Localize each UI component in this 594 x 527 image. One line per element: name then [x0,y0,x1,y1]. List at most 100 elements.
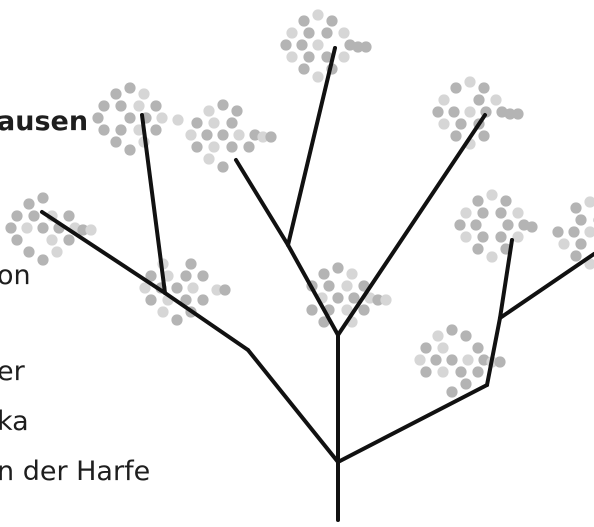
leaf-dot [162,270,174,282]
leaf-dot [156,112,168,124]
leaf-dot [318,268,330,280]
leaf-dot [338,27,350,39]
leaf-dot [172,114,184,126]
leaf-dot [448,106,460,118]
leaf-dot [98,100,110,112]
tree-branch [498,238,514,320]
leaf-dot [455,366,467,378]
tree-branch [485,316,502,387]
leaf-dot [208,117,220,129]
leaf-dot [11,234,23,246]
leaf-dot [187,282,199,294]
leaf-dot [584,226,594,238]
leaf-dot [338,51,350,63]
leaf-dot [185,129,197,141]
leaf-dot [526,221,538,233]
leaf-dot [380,294,392,306]
leaf-dot [432,106,444,118]
tree-branch [498,252,594,320]
leaf-dot [432,330,444,342]
tree-branch [40,210,167,295]
leaf-dot [420,342,432,354]
leaf-dot [462,354,474,366]
leaf-dot [197,294,209,306]
leaf-dot [437,366,449,378]
leaf-dot [502,219,514,231]
leaf-dot [171,314,183,326]
leaf-dot [150,100,162,112]
leaf-dot [464,106,476,118]
leaf-dot [298,15,310,27]
leaf-dot [110,136,122,148]
leaf-dot [438,118,450,130]
leaf-dot [265,131,277,143]
leaf-dot [157,306,169,318]
leaf-dot [23,198,35,210]
leaf-dot [197,270,209,282]
leaf-dot [495,231,507,243]
leaf-dot [98,124,110,136]
leaf-dot [568,226,580,238]
leaf-dot [180,294,192,306]
leaf-dot [472,366,484,378]
leaf-dot [231,105,243,117]
leaf-dot [321,27,333,39]
leaf-dot [477,231,489,243]
leaf-dot [460,207,472,219]
leaf-dot [470,219,482,231]
leaf-dot [477,207,489,219]
leaf-dot [77,224,89,236]
leaf-dot [446,386,458,398]
leaf-dot [352,41,364,53]
leaf-dot [203,153,215,165]
leaf-dot [217,161,229,173]
leaf-dot [201,129,213,141]
leaf-dot [63,234,75,246]
leaf-dot [124,112,136,124]
leaf-dot [360,41,372,53]
leaf-dot [185,258,197,270]
leaf-dot [37,192,49,204]
tree-branch [336,113,487,337]
text-line-4: ka [0,406,29,437]
tree-branch [286,46,337,247]
tree-branch [163,291,250,352]
leaf-dot [85,224,97,236]
tree-branch [246,348,340,464]
leaf-dot [23,246,35,258]
tree-branch [234,158,290,247]
leaf-dot [110,88,122,100]
leaf-dot [486,251,498,263]
leaf-dot [145,270,157,282]
leaf-dot [512,231,524,243]
leaf-dot [219,284,231,296]
leaf-dot [460,378,472,390]
leaf-dot [472,195,484,207]
leaf-dot [298,63,310,75]
leaf-dot [460,330,472,342]
leaf-dot [332,292,344,304]
leaf-dot [296,39,308,51]
leaf-dot [203,105,215,117]
leaf-dot [150,124,162,136]
leaf-dot [438,94,450,106]
leaf-dot [575,214,587,226]
leaf-dot [211,284,223,296]
text-line-3: er [0,356,25,387]
leaf-dot [472,342,484,354]
leaf-dot [306,304,318,316]
leaf-dot [341,304,353,316]
leaf-dot [446,354,458,366]
leaf-dot [145,294,157,306]
leaf-dot [208,141,220,153]
leaf-dot [495,207,507,219]
leaf-dot [455,118,467,130]
leaf-dot [420,366,432,378]
leaf-dot [472,243,484,255]
leaf-dot [558,238,570,250]
leaf-dot [124,82,136,94]
leaf-dot [243,141,255,153]
leaf-dot [5,222,17,234]
leaf-dot [372,294,384,306]
